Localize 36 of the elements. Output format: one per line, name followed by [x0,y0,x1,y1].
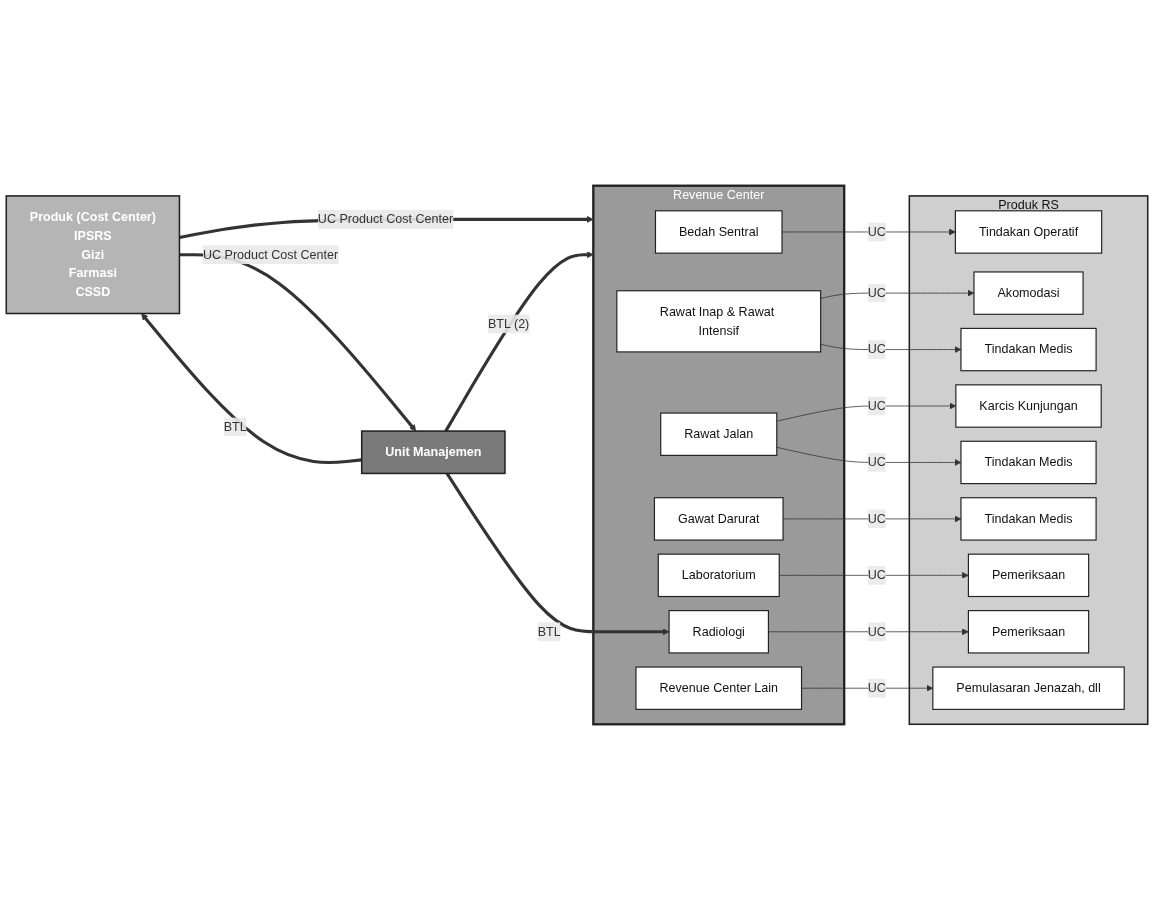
node-box: Gawat Darurat [653,496,784,541]
edge-label: UC [867,624,886,638]
arrow [179,252,417,431]
edge-label: UC Product Cost Center [317,211,454,226]
node-box: Tindakan Operatif [954,209,1103,254]
edge-label: UC Product Cost Center [202,247,339,261]
node-box: Rawat Jalan [660,411,778,456]
edge-label: UC [867,398,886,412]
edge-label: UC [867,680,886,694]
edge-label: UC [867,454,886,469]
node-box: Tindakan Medis [960,327,1097,371]
edge-label: UC [867,511,886,525]
node-box: Karcis Kunjungan [955,383,1102,428]
node-box: Pemulasaran Jenazah, dll [932,665,1125,710]
node-box: Akomodasi [973,270,1084,315]
edge-label: BTL [537,624,561,638]
node-box: Revenue Center Lain [635,665,803,710]
arrow [444,250,594,432]
edge-label: BTL (2) [487,316,530,330]
node-box: Tindakan Medis [960,496,1097,541]
node-box: Pemeriksaan [967,609,1090,654]
node-box: Radiologi [668,609,769,654]
edge-label: UC [867,342,886,356]
edge-label: UC [867,224,886,238]
node-box: Rawat Inap & Rawat Intensif [616,289,822,352]
edge-label: UC [867,285,886,299]
node-box: Tindakan Medis [960,440,1097,484]
node-box: Pemeriksaan [967,553,1090,597]
node-box: Laboratorium [657,553,780,597]
node-box: Produk (Cost Center) IPSRS Gizi Farmasi CSSD [5,194,181,314]
arrow [445,472,670,635]
arrow [141,312,362,464]
node-box: Bedah Sentral [654,209,783,254]
edge-label: UC [867,567,886,582]
edge-label: BTL [223,419,247,433]
node-box: Unit Manajemen [360,429,506,474]
